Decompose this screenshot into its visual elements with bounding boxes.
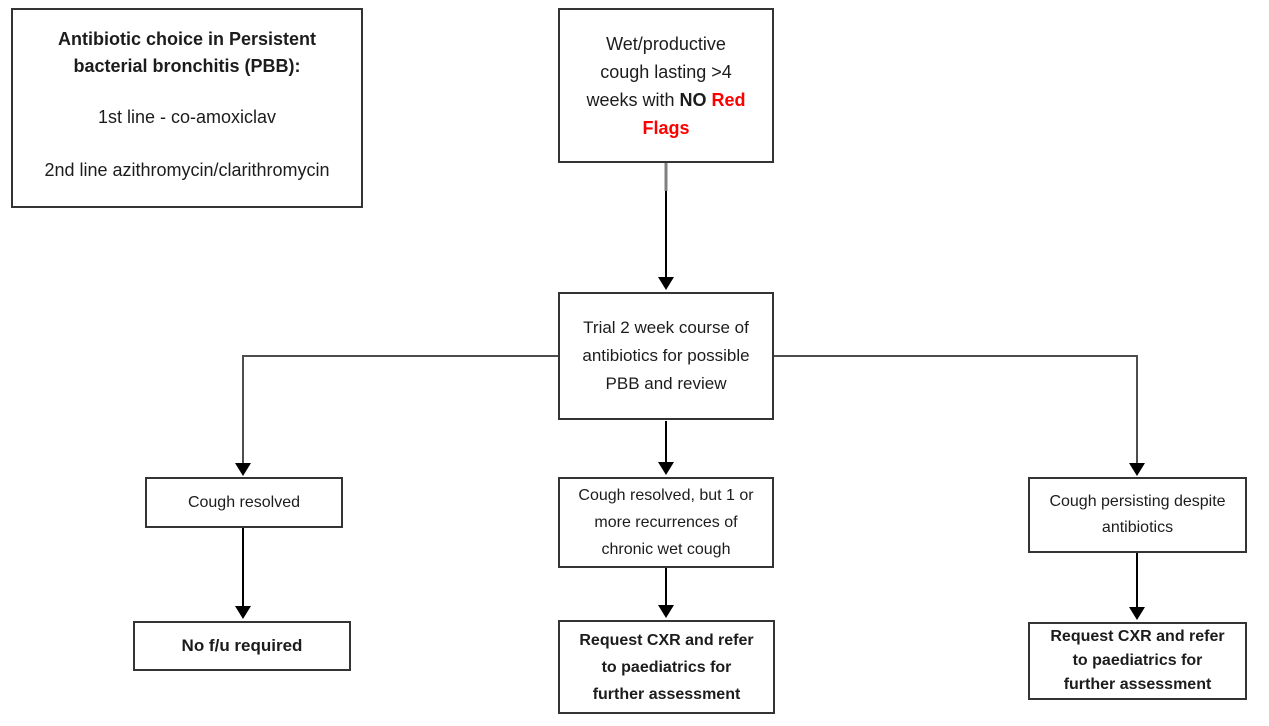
persisting-line1: Cough persisting despite bbox=[1049, 493, 1226, 510]
recurrence-line1: Cough resolved, but 1 or bbox=[578, 487, 754, 504]
cough-persisting-box: Cough persisting despite antibiotics bbox=[1028, 477, 1247, 553]
arrow-trial-to-resolved bbox=[235, 355, 558, 476]
presenting-complaint-box: Wet/productive cough lasting >4 weeks wi… bbox=[558, 8, 774, 163]
persisting-line2: antibiotics bbox=[1101, 519, 1174, 536]
recurrence-line2: more recurrences of bbox=[594, 514, 738, 531]
presenting-red-flags-part2: Flags bbox=[642, 117, 690, 138]
info-title-line1: Antibiotic choice in Persistent bbox=[57, 29, 317, 49]
arrow-recurrence-to-cxr bbox=[658, 568, 674, 618]
info-first-line-option: 1st line - co-amoxiclav bbox=[97, 107, 277, 127]
recurrence-line3: chronic wet cough bbox=[601, 541, 731, 558]
arrow-trial-to-persisting bbox=[774, 355, 1145, 476]
cxr-right-line1: Request CXR and refer bbox=[1050, 628, 1225, 645]
cxr-center-line1: Request CXR and refer bbox=[579, 631, 754, 649]
presenting-no-emphasis: NO bbox=[679, 89, 707, 110]
cxr-referral-right-box: Request CXR and refer to paediatrics for… bbox=[1028, 622, 1247, 700]
arrow-presenting-to-trial bbox=[658, 163, 674, 290]
cxr-center-line2: to paediatrics for bbox=[601, 658, 732, 676]
no-followup-line1: No f/u required bbox=[181, 636, 303, 655]
info-second-line-option: 2nd line azithromycin/clarithromycin bbox=[44, 160, 330, 180]
no-followup-box: No f/u required bbox=[133, 621, 351, 671]
cough-recurrence-box: Cough resolved, but 1 or more recurrence… bbox=[558, 477, 774, 568]
cxr-center-line3: further assessment bbox=[592, 685, 741, 703]
trial-line1: Trial 2 week course of bbox=[583, 318, 749, 337]
cxr-referral-center-box: Request CXR and refer to paediatrics for… bbox=[558, 620, 775, 714]
presenting-red-flags-part1: Red bbox=[711, 89, 746, 110]
presenting-line3: weeks with NO Red bbox=[586, 86, 745, 114]
arrow-trial-to-recurrence bbox=[658, 421, 674, 475]
antibiotic-info-box: Antibiotic choice in Persistent bacteria… bbox=[11, 8, 363, 208]
presenting-line3-text: weeks with bbox=[586, 89, 675, 110]
presenting-line1: Wet/productive bbox=[606, 33, 726, 54]
cxr-right-line2: to paediatrics for bbox=[1072, 652, 1203, 669]
trial-antibiotics-box: Trial 2 week course of antibiotics for p… bbox=[558, 292, 774, 420]
info-title-line2: bacterial bronchitis (PBB): bbox=[73, 56, 301, 76]
trial-line2: antibiotics for possible bbox=[582, 346, 750, 365]
presenting-line2: cough lasting >4 bbox=[600, 61, 732, 82]
cxr-right-line3: further assessment bbox=[1063, 676, 1212, 693]
cough-resolved-box: Cough resolved bbox=[145, 477, 343, 528]
arrow-persisting-to-cxr bbox=[1129, 553, 1145, 620]
arrow-resolved-to-no-followup bbox=[235, 528, 251, 619]
resolved-line1: Cough resolved bbox=[187, 493, 301, 511]
trial-line3: PBB and review bbox=[605, 374, 727, 393]
